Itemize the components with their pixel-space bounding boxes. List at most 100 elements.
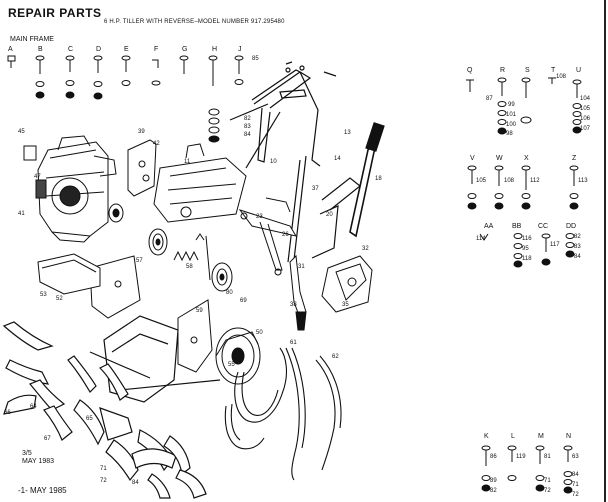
svg-text:C: C xyxy=(68,46,73,53)
tine-assembly-left xyxy=(2,321,129,441)
svg-text:84: 84 xyxy=(132,480,139,486)
hardware-b: B xyxy=(35,46,45,99)
svg-text:105: 105 xyxy=(476,178,487,184)
hardware-h: H xyxy=(208,46,218,86)
svg-text:R: R xyxy=(500,67,505,74)
svg-text:47: 47 xyxy=(34,174,41,180)
transmission-frame xyxy=(153,143,247,223)
svg-text:114: 114 xyxy=(476,236,486,242)
note-line-2: MAY 1983 xyxy=(22,458,55,465)
idler-linkage xyxy=(238,197,298,276)
note-line-1: 3/5 xyxy=(22,450,32,457)
svg-text:84: 84 xyxy=(572,472,579,478)
spring-links xyxy=(173,233,211,281)
svg-text:108: 108 xyxy=(504,178,515,184)
drive-belts xyxy=(224,347,342,481)
hardware-row-top-right: Q R S T U xyxy=(466,67,582,135)
svg-text:95: 95 xyxy=(522,246,529,252)
svg-text:83: 83 xyxy=(574,244,581,250)
svg-text:B: B xyxy=(38,46,43,53)
svg-text:82: 82 xyxy=(244,116,251,122)
svg-text:67: 67 xyxy=(44,436,51,442)
svg-text:39: 39 xyxy=(138,129,145,135)
svg-text:59: 59 xyxy=(196,308,203,314)
svg-text:32: 32 xyxy=(362,246,369,252)
section-label: MAIN FRAME xyxy=(10,36,54,43)
svg-text:72: 72 xyxy=(544,488,551,494)
hardware-row-lower-right: AA BB CC DD xyxy=(479,223,576,268)
hardware-f: F xyxy=(151,46,161,86)
svg-text:71: 71 xyxy=(100,466,107,472)
svg-text:45: 45 xyxy=(18,129,25,135)
hardware-row-middle-right: V W X Z xyxy=(467,155,579,210)
svg-text:119: 119 xyxy=(516,454,526,460)
svg-text:BB: BB xyxy=(512,223,522,230)
svg-text:L: L xyxy=(511,433,515,440)
svg-text:Q: Q xyxy=(467,67,473,74)
svg-text:DD: DD xyxy=(566,223,576,230)
svg-text:G: G xyxy=(182,46,187,53)
svg-text:Z: Z xyxy=(572,155,577,162)
tine-depth-stake xyxy=(289,254,307,331)
belt-cover xyxy=(321,255,373,313)
svg-text:11: 11 xyxy=(184,159,191,165)
svg-text:38: 38 xyxy=(290,302,297,308)
svg-text:71: 71 xyxy=(572,482,579,488)
svg-text:64: 64 xyxy=(30,404,37,410)
svg-text:84: 84 xyxy=(574,254,581,260)
handle-tube xyxy=(349,122,385,238)
svg-text:H: H xyxy=(212,46,217,53)
chain-case xyxy=(89,315,221,403)
svg-text:72: 72 xyxy=(572,492,579,498)
washer-stack-center xyxy=(208,108,220,143)
side-plate-left xyxy=(89,255,141,319)
svg-text:26: 26 xyxy=(282,232,289,238)
svg-text:14: 14 xyxy=(334,156,341,162)
svg-text:113: 113 xyxy=(578,178,588,184)
tine-shield xyxy=(37,253,101,295)
svg-text:35: 35 xyxy=(342,302,349,308)
hardware-c: C xyxy=(65,46,75,99)
svg-text:104: 104 xyxy=(580,96,591,102)
svg-text:T: T xyxy=(551,67,556,74)
svg-text:105: 105 xyxy=(580,106,591,112)
hardware-row-top-left: A B C D E xyxy=(7,46,244,100)
svg-text:117: 117 xyxy=(550,242,560,248)
svg-text:M: M xyxy=(538,433,544,440)
svg-text:61: 61 xyxy=(290,340,297,346)
svg-text:98: 98 xyxy=(506,131,513,137)
page-title: REPAIR PARTS xyxy=(8,6,102,20)
svg-text:80: 80 xyxy=(226,290,233,296)
svg-text:58: 58 xyxy=(186,264,193,270)
svg-text:116: 116 xyxy=(522,236,532,242)
svg-text:62: 62 xyxy=(332,354,339,360)
svg-text:83: 83 xyxy=(244,124,251,130)
hardware-d: D xyxy=(93,46,103,100)
svg-text:37: 37 xyxy=(312,186,319,192)
svg-text:81: 81 xyxy=(544,454,551,460)
pulley-wheel-left xyxy=(148,228,168,256)
handlebar-assembly xyxy=(229,61,337,169)
svg-text:82: 82 xyxy=(490,488,497,494)
svg-text:13: 13 xyxy=(344,130,351,136)
engine-pulley xyxy=(108,203,124,223)
date-note: 3/5 MAY 1983 xyxy=(22,450,54,466)
engine xyxy=(23,135,117,243)
hardware-e: E xyxy=(121,46,131,86)
svg-text:55: 55 xyxy=(228,362,235,368)
hardware-row-bottom-right: K L M N xyxy=(481,433,573,494)
svg-text:CC: CC xyxy=(538,223,548,230)
svg-text:N: N xyxy=(566,433,571,440)
svg-text:41: 41 xyxy=(18,211,25,217)
svg-text:85: 85 xyxy=(252,56,259,62)
svg-text:101: 101 xyxy=(506,112,517,118)
svg-text:65: 65 xyxy=(86,416,93,422)
drive-wheel xyxy=(215,327,261,385)
svg-text:108: 108 xyxy=(556,74,567,80)
svg-text:99: 99 xyxy=(508,102,515,108)
svg-text:82: 82 xyxy=(574,234,581,240)
svg-text:42: 42 xyxy=(153,141,160,147)
